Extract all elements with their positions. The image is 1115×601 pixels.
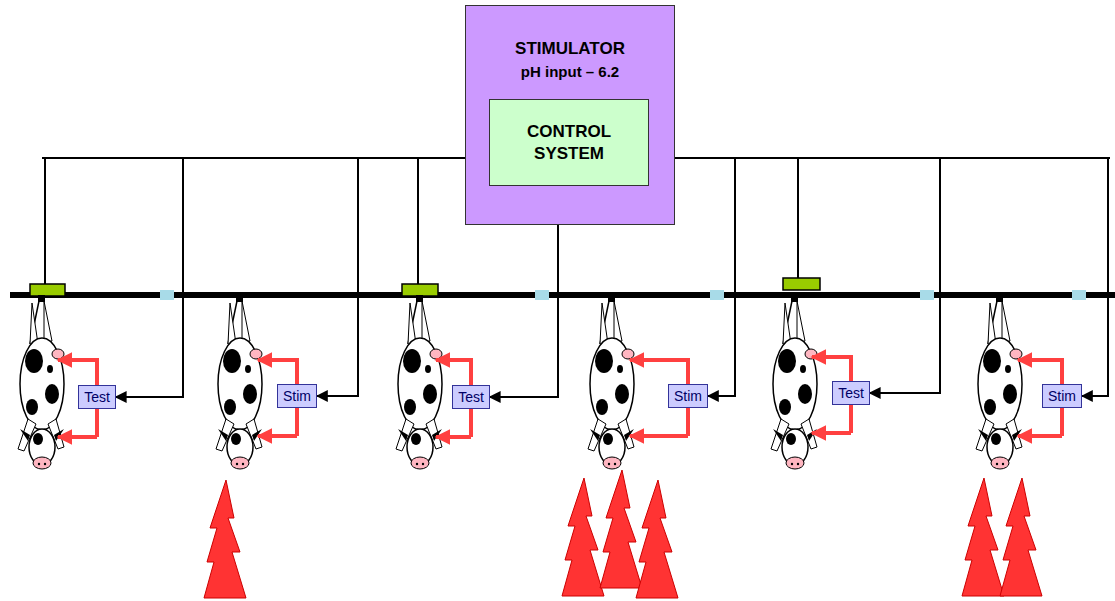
box-label: Stim bbox=[283, 388, 311, 404]
box-label: Test bbox=[838, 385, 864, 401]
box-label: STIMULATOR bbox=[466, 39, 674, 59]
lightning-bolt bbox=[204, 470, 1042, 598]
electrode-box: Stim bbox=[1042, 384, 1082, 408]
electrode-box: Stim bbox=[277, 384, 317, 408]
electrode-box: Test bbox=[452, 385, 490, 409]
box-label: Test bbox=[458, 389, 484, 405]
electrode-box: Stim bbox=[668, 384, 708, 408]
signal-wire bbox=[675, 158, 1108, 396]
rail bbox=[10, 292, 1115, 298]
carcass bbox=[18, 295, 1022, 469]
signal-wire bbox=[675, 158, 735, 396]
signal-wire bbox=[317, 158, 465, 396]
rail-insulator bbox=[160, 290, 1086, 300]
box-label: Stim bbox=[674, 388, 702, 404]
electrode-box: Test bbox=[832, 381, 870, 405]
stimulator-box: STIMULATOR pH input – 6.2CONTROL SYSTEM bbox=[465, 5, 675, 225]
signal-wire bbox=[116, 158, 465, 397]
box-subtitle: pH input – 6.2 bbox=[466, 63, 674, 80]
signal-wire bbox=[490, 225, 558, 397]
signal-wire bbox=[675, 158, 940, 393]
box-label: Stim bbox=[1048, 388, 1076, 404]
ph-sensor bbox=[30, 278, 820, 296]
control-box: CONTROL SYSTEM bbox=[489, 99, 649, 186]
box-label: CONTROL SYSTEM bbox=[504, 121, 634, 164]
electrode-bracket bbox=[58, 357, 1062, 437]
box-label: Test bbox=[84, 389, 110, 405]
electrode-box: Test bbox=[78, 385, 116, 409]
